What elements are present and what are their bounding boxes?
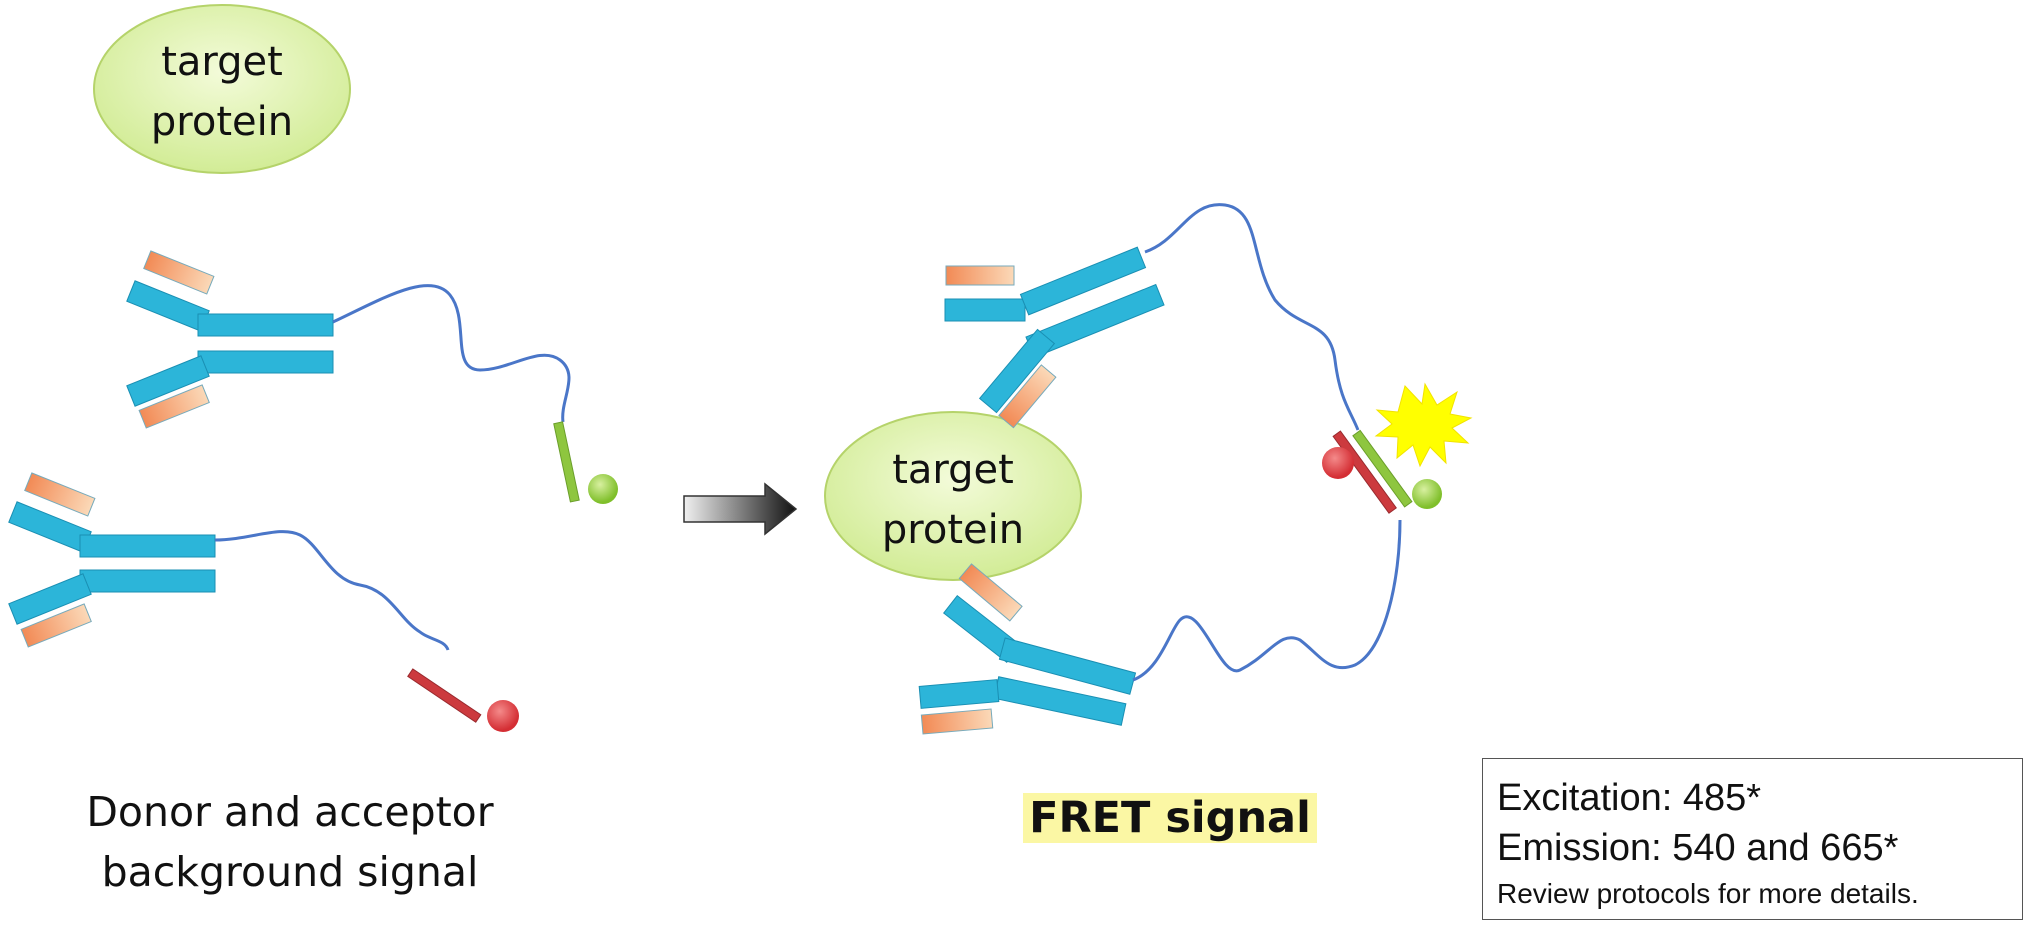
caption-line: Donor and acceptor [86,788,494,836]
bound-antibody-donor [944,246,1165,429]
linker-donor [1144,203,1360,431]
antibody-acceptor [8,472,519,732]
bound-antibody-acceptor [918,563,1137,735]
caption-line: background signal [101,848,479,896]
excitation-text: Excitation: 485* [1497,777,1762,819]
fret-flash-icon [1374,382,1473,468]
protein-label-line: target [892,447,1014,493]
antibody-donor [126,250,618,504]
background-signal-caption: Donor and acceptor background signal [40,782,540,902]
fret-pair [1322,429,1442,514]
reaction-arrow [683,482,798,536]
target-protein-bound-label: target protein [843,440,1063,560]
protein-label-line: protein [881,507,1025,553]
emission-text: Emission: 540 and 665* [1497,827,1899,869]
protocol-note: Review protocols for more details. [1497,878,1919,909]
target-protein-top-label: target protein [112,32,332,152]
fret-signal-caption: FRET signal [960,788,1380,848]
linker-acceptor [1132,519,1402,682]
protein-label-line: protein [150,99,294,145]
protein-label-line: target [161,39,283,85]
target-protein-bound [824,411,1082,581]
target-protein-top [93,4,351,174]
wavelength-info-box: Excitation: 485* Emission: 540 and 665* … [1482,758,2023,920]
fret-signal-text: FRET signal [1023,793,1317,843]
